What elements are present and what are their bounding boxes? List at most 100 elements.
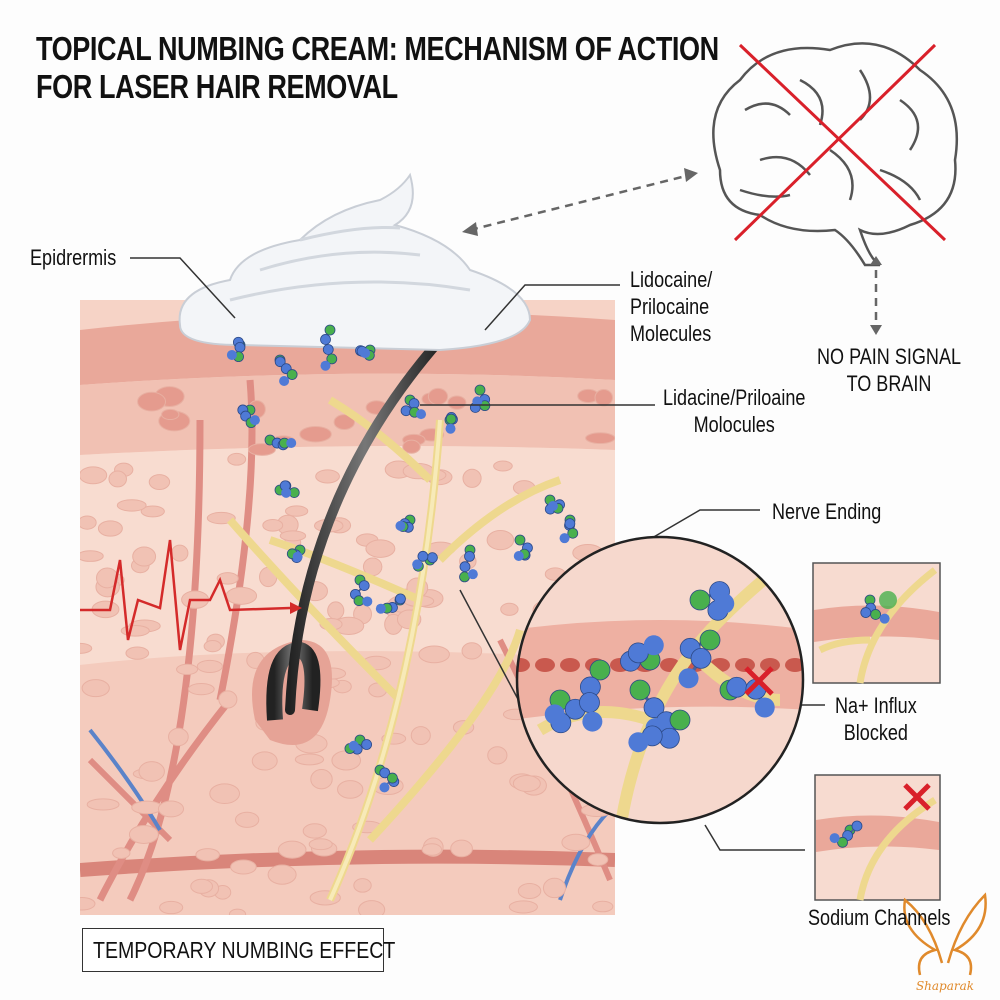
molecule-atom [445, 413, 457, 425]
molecule-atom [234, 341, 246, 353]
skin-cell [337, 780, 364, 799]
molecule-atom [690, 647, 712, 669]
skin-cell [247, 443, 276, 456]
molecule-atom [358, 580, 370, 592]
molecule-atom [879, 613, 890, 624]
molecule-atom [226, 349, 237, 360]
skin-cell [365, 539, 396, 558]
skin-cell [353, 878, 372, 893]
molecule-atom [579, 692, 600, 713]
red-cross-icon [733, 43, 937, 242]
molecule-atom [689, 589, 711, 611]
molecule-atom [281, 487, 292, 498]
skin-cell [561, 833, 591, 852]
skin-cell [427, 387, 449, 406]
skin-cell [230, 859, 257, 875]
svg-text:Shaparak: Shaparak [916, 979, 974, 993]
skin-cell [176, 663, 199, 676]
skin-cell [138, 761, 165, 782]
skin-cross-section [80, 300, 615, 915]
cell [785, 658, 803, 672]
molecule-atom [279, 376, 290, 387]
page-title: TOPICAL NUMBING CREAM: MECHANISM OF ACTI… [36, 30, 719, 105]
skin-cell [80, 515, 97, 530]
skin-cell [81, 679, 110, 698]
shaparak-logo: Shaparak [903, 892, 987, 993]
skin-cell [267, 864, 297, 885]
skin-cell [251, 751, 278, 771]
skin-cell [587, 853, 609, 866]
molecule-atom [474, 384, 486, 396]
molecule-atom [829, 833, 840, 844]
skin-cell [125, 646, 150, 660]
skin-cell [487, 746, 508, 765]
skin-cell [80, 466, 108, 485]
skin-cell [161, 408, 180, 421]
skin-cell [97, 520, 123, 537]
molecule-atom [387, 772, 398, 784]
skin-cell [216, 572, 239, 585]
molecule-atom [320, 334, 331, 345]
skin-cell [500, 602, 519, 616]
molecule-atom [559, 533, 570, 544]
skin-cell [234, 811, 260, 828]
molecule-atom [860, 607, 872, 618]
cell [560, 658, 580, 672]
molecule-atom [464, 550, 475, 562]
skin-cell [190, 878, 213, 894]
skin-cell [462, 468, 482, 488]
skin-cell [410, 726, 431, 745]
skin-cell [225, 586, 258, 605]
skin-cell [285, 505, 309, 517]
skin-cell [187, 683, 215, 696]
molecule-atom [379, 767, 391, 779]
skin-cell [209, 783, 241, 805]
molecule-atom [589, 659, 611, 681]
molecule-atom [472, 396, 483, 407]
numbing-cream [178, 172, 532, 352]
cell [760, 658, 780, 672]
molecule-atom [851, 820, 863, 832]
molecule-atom [362, 596, 373, 607]
skin-cell [128, 824, 159, 844]
molecule-atom [286, 369, 298, 380]
molecule-atom [547, 501, 558, 512]
brain-icon [712, 42, 959, 267]
inset-panel-1 [812, 562, 941, 684]
molecule-atom [395, 520, 406, 531]
molecule-atom [870, 609, 882, 620]
skin-cell [486, 530, 515, 551]
molecule-atom [320, 360, 331, 371]
skin-cell [80, 897, 96, 911]
skin-cell [132, 546, 157, 567]
molecule-atom [361, 739, 373, 750]
skin-cell [294, 753, 325, 766]
label-epidermis: Epidrermis [30, 245, 117, 270]
skin-cell [517, 883, 542, 900]
cell [535, 658, 555, 672]
skin-cell [218, 690, 238, 709]
skin-cell [594, 388, 614, 407]
molecule-atom [416, 409, 427, 420]
molecule-atom [445, 423, 456, 434]
molecule-atom [544, 704, 565, 725]
molecule-atom [249, 415, 260, 426]
skin-cell [333, 414, 356, 431]
skin-cell [327, 601, 345, 620]
skin-cell [421, 843, 443, 856]
skin-cell [131, 800, 163, 815]
skin-cell [80, 642, 93, 654]
molecule-atom [379, 782, 390, 793]
skin-cell [80, 550, 104, 562]
molecule-atom [567, 527, 579, 539]
skin-cell [592, 900, 614, 913]
skin-cell [116, 499, 147, 512]
skin-cell [585, 432, 615, 444]
molecule-atom [754, 697, 775, 718]
skin-cell [159, 900, 184, 915]
skin-cell [299, 425, 332, 443]
